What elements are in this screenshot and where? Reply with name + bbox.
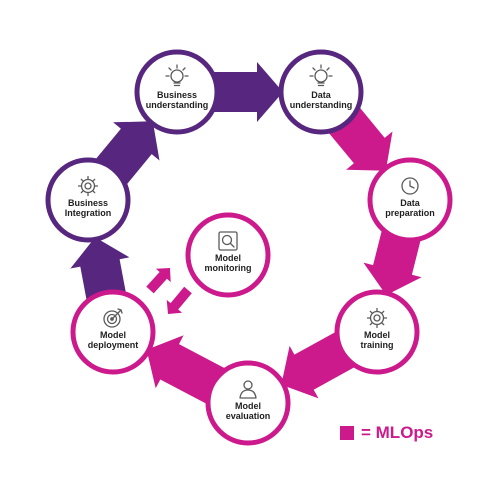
node-ring xyxy=(134,49,220,135)
node-ring xyxy=(185,212,271,298)
node-label-line: Model xyxy=(100,330,126,340)
cycle-arrow-1 xyxy=(211,62,283,122)
node-ring xyxy=(334,289,420,375)
lightbulb-icon xyxy=(309,64,333,87)
node-label-line: Business xyxy=(157,90,197,100)
cycle-arrow-3 xyxy=(363,228,422,296)
node-label-line: understanding xyxy=(290,100,353,110)
cycle-arrow-6 xyxy=(70,237,130,303)
node-label-line: Model xyxy=(235,401,261,411)
node-label-line: Business xyxy=(68,198,108,208)
node-label-line: Data xyxy=(400,198,421,208)
monitoring-arrows xyxy=(146,268,192,314)
node-ring xyxy=(205,360,291,446)
gear-icon xyxy=(77,175,99,197)
target-icon xyxy=(103,308,123,328)
node-ring xyxy=(367,157,453,243)
process-nodes: BusinessunderstandingDataunderstandingDa… xyxy=(45,49,453,446)
node-label-line: deployment xyxy=(88,340,139,350)
node-label-line: training xyxy=(361,340,394,350)
node-label-line: monitoring xyxy=(205,263,252,273)
mlops-color-swatch xyxy=(340,426,354,440)
node-label-line: Model xyxy=(364,330,390,340)
node-label-line: preparation xyxy=(385,208,435,218)
monitoring-to-deployment-arrow xyxy=(166,286,192,314)
legend: = MLOps xyxy=(340,423,433,443)
lightbulb-icon xyxy=(165,64,189,87)
node-label-line: Data xyxy=(311,90,332,100)
magnifier-icon xyxy=(218,231,238,251)
node-label-line: Model xyxy=(215,253,241,263)
deployment-to-monitoring-arrow xyxy=(146,268,171,294)
person-icon xyxy=(239,380,257,399)
clock-icon xyxy=(401,177,419,195)
node-ring xyxy=(278,49,364,135)
node-label-line: Integration xyxy=(65,208,112,218)
node-label-line: evaluation xyxy=(226,411,271,421)
node-label-line: understanding xyxy=(146,100,209,110)
node-ring xyxy=(70,289,156,375)
cycle-arrow-5 xyxy=(146,335,228,405)
gear-icon xyxy=(366,307,388,329)
legend-label: = MLOps xyxy=(361,423,434,442)
node-ring xyxy=(45,157,131,243)
